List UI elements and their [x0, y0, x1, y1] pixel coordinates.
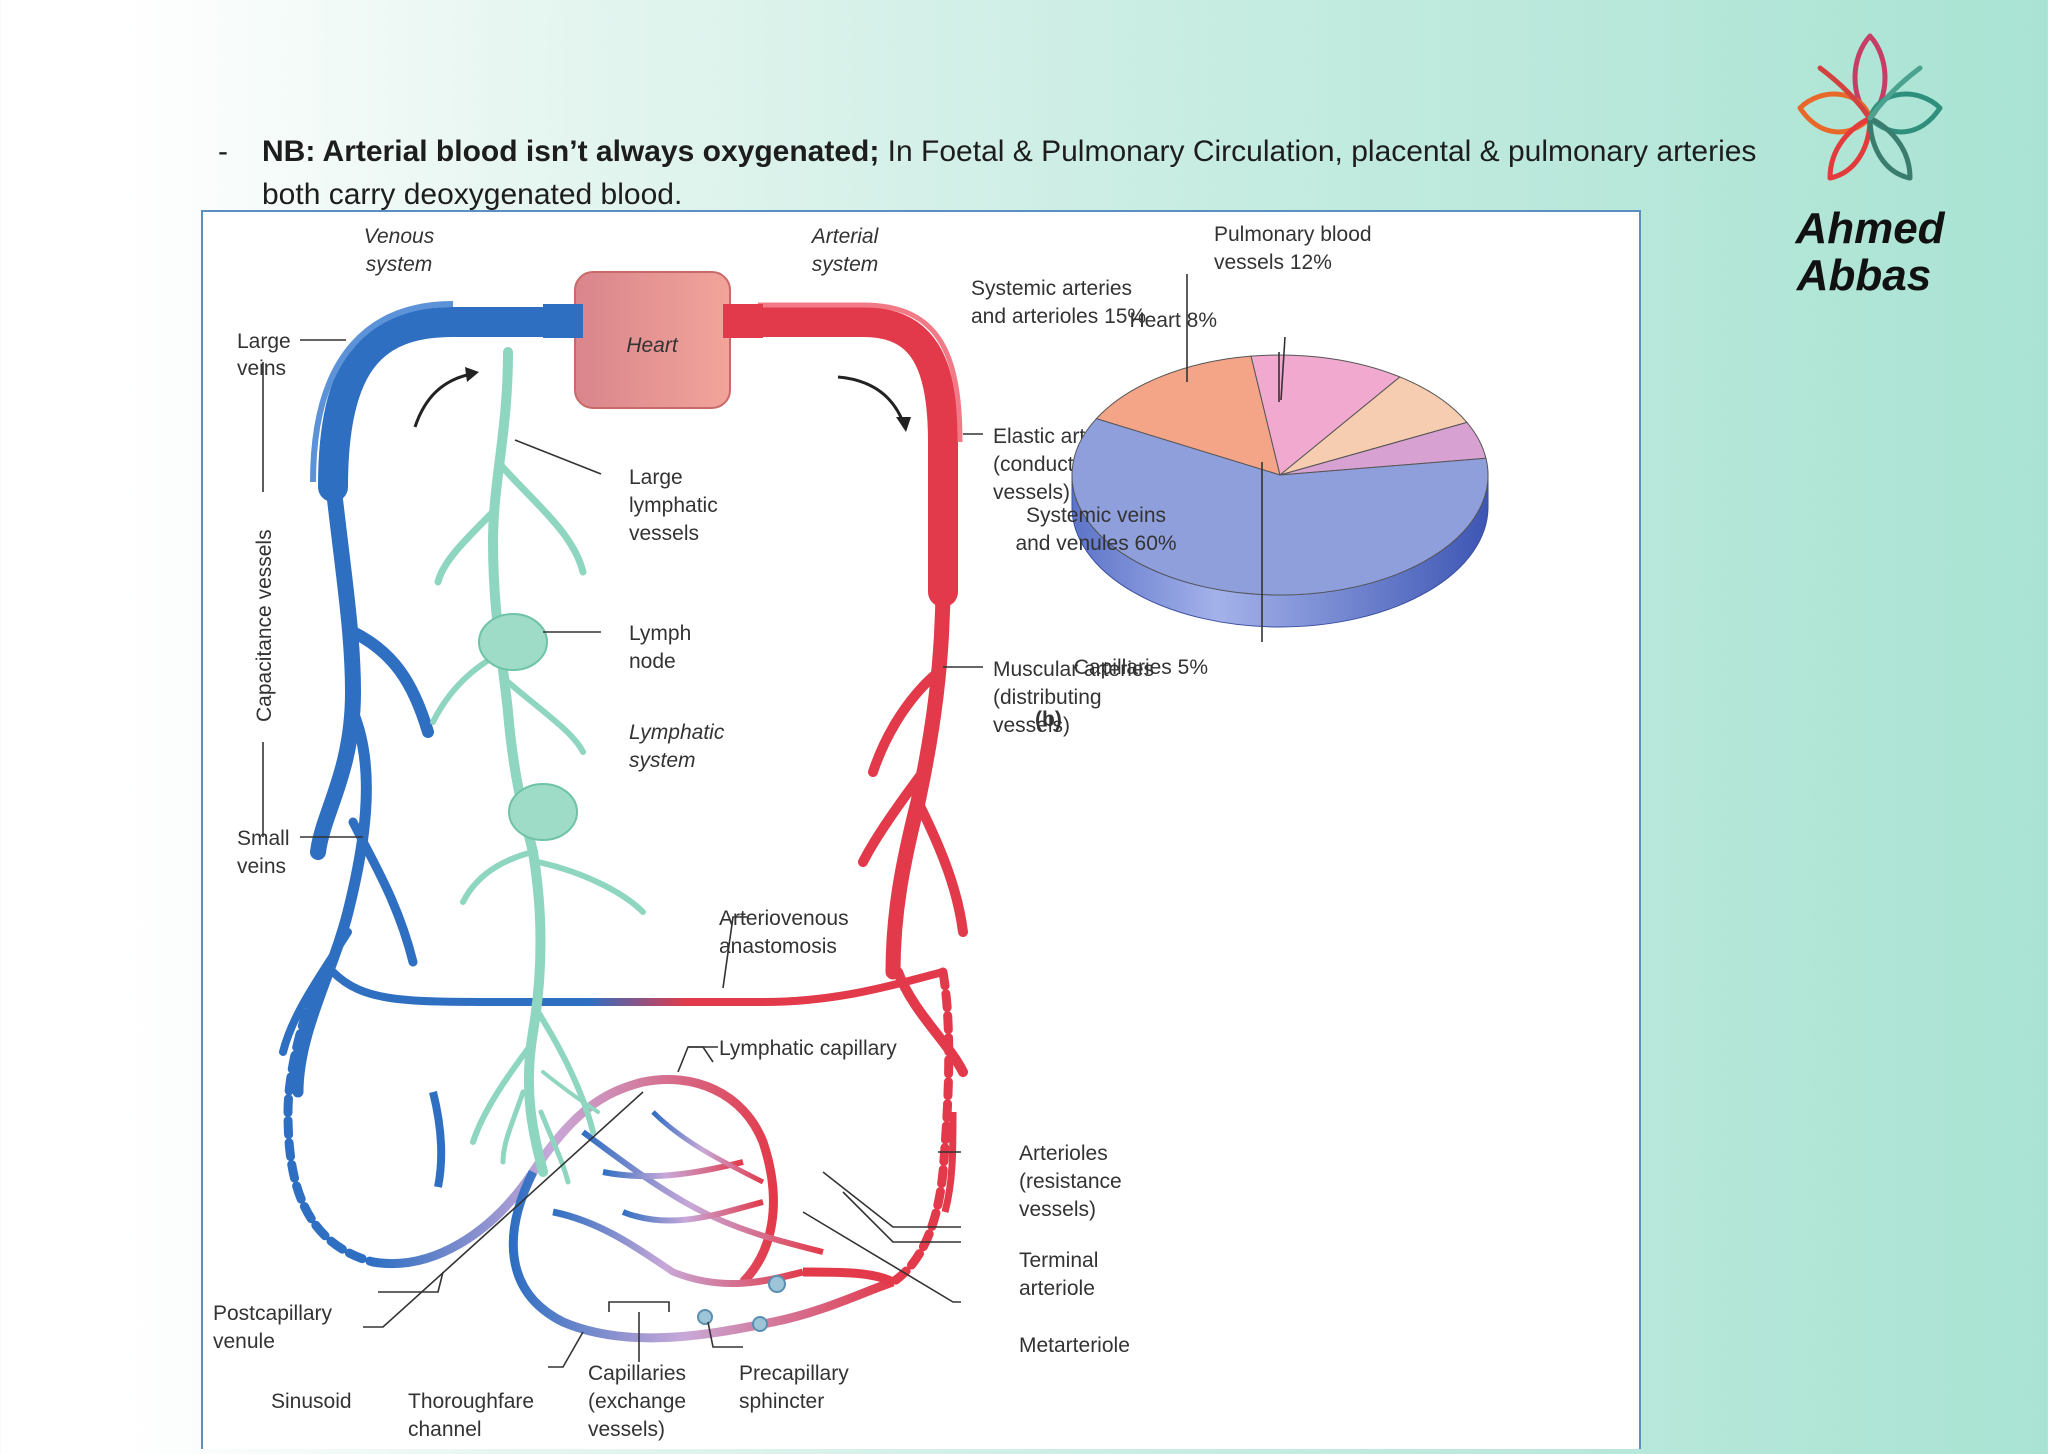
lymphatic-tree: [430, 347, 646, 1185]
large-veins-label-2: veins: [237, 357, 286, 380]
pie-slice-systemic-veins-and-venules: [1071, 418, 1489, 596]
capacitance-vessels-label: Capacitance vessels: [253, 529, 276, 722]
venous-system-label-1: Venous: [364, 225, 435, 248]
pie-chart: [1071, 354, 1489, 628]
flow-arrow-right: [837, 375, 905, 423]
capillaries-label-2: (exchange: [588, 1390, 686, 1413]
vessel-network: [279, 271, 968, 1343]
heart-box: [574, 271, 731, 409]
av-anastomosis-label-1: Arteriovenous: [719, 907, 849, 930]
author-logo: Ahmed Abbas: [1790, 28, 1950, 308]
muscular-arteries-label-3: vessels): [993, 714, 1070, 737]
capillaries-label-3: vessels): [588, 1418, 665, 1441]
terminal-arteriole-label-2: arteriole: [1019, 1277, 1095, 1300]
pie-label-arteries-2: and arterioles 15%: [971, 305, 1146, 328]
thoroughfare-label-2: channel: [408, 1418, 482, 1441]
flow-arrow-left: [413, 372, 472, 428]
pie-label-heart: Heart 8%: [1129, 309, 1217, 332]
elastic-arteries-label-3: vessels): [993, 481, 1070, 504]
svg-text:system: system: [366, 253, 433, 276]
small-veins-label-1: Small: [237, 827, 290, 850]
arterioles-label-2: (resistance: [1019, 1170, 1122, 1193]
terminal-arteriole-label-1: Terminal: [1019, 1249, 1098, 1272]
svg-text:Venous: Venous: [364, 225, 435, 248]
precapillary-label-2: sphincter: [739, 1390, 824, 1413]
note-bold: NB: Arterial blood isn’t always oxygenat…: [262, 135, 880, 168]
pie-label-capillaries: Capillaries 5%: [1074, 656, 1208, 679]
large-veins-label-1: Large: [237, 330, 291, 353]
postcapillary-label-1: Postcapillary: [213, 1302, 333, 1325]
pie-labels: Pulmonary blood vessels 12% Systemic art…: [1015, 223, 1371, 731]
muscular-arteries-label-1: Muscular arteries: [993, 658, 1154, 681]
heart-label: Heart: [626, 334, 679, 357]
circulation-diagram: Venous system Arterial system Heart Larg…: [213, 223, 1489, 1441]
postcapillary-label-2: venule: [213, 1330, 275, 1353]
lymph-node-label-2: node: [629, 650, 676, 673]
pie-label-pulmonary-1: Pulmonary blood: [1214, 223, 1372, 246]
note-rest: In Foetal & Pulmonary Circulation, place…: [262, 135, 1757, 211]
leader-lines: [262, 339, 983, 1368]
small-veins-label-2: veins: [237, 855, 286, 878]
metarteriole-label: Metarteriole: [1019, 1334, 1130, 1357]
lymphatic-system-label-2: system: [629, 749, 696, 772]
pie-slice-heart: [1279, 376, 1468, 476]
logo-line1: Ahmed: [1794, 204, 1945, 253]
arterioles-label-3: vessels): [1019, 1198, 1096, 1221]
pie-label-veins-2: and venules 60%: [1015, 532, 1176, 555]
lymphatic-system-label-1: Lymphatic: [629, 721, 725, 744]
av-anastomosis-label-2: anastomosis: [719, 935, 837, 958]
star-knot-icon: Ahmed Abbas: [1794, 33, 1946, 300]
large-lymphatic-label-1: Large: [629, 466, 683, 489]
lymph-node-label-1: Lymph: [629, 622, 691, 645]
pie-slice-pulmonary-blood-vessels: [1250, 354, 1401, 476]
pie-panel-label: (b): [1035, 708, 1062, 731]
arterial-system-label-2: system: [812, 253, 879, 276]
precapillary-label-1: Precapillary: [739, 1362, 849, 1385]
circulation-figure: Venous system Arterial system Heart Larg…: [201, 210, 1641, 1449]
sinusoid-label: Sinusoid: [271, 1390, 352, 1413]
large-lymphatic-label-3: vessels: [629, 522, 699, 545]
large-lymphatic-label-2: lymphatic: [629, 494, 718, 517]
pie-label-arteries-1: Systemic arteries: [971, 277, 1132, 300]
arterioles-label-1: Arterioles: [1019, 1142, 1108, 1165]
diagram-labels: Venous system Arterial system Heart Larg…: [213, 225, 1154, 1441]
logo-line2: Abbas: [1796, 251, 1931, 300]
arterial-system-label-1: Arterial: [810, 225, 880, 248]
pie-label-pulmonary-2: vessels 12%: [1214, 251, 1332, 274]
lymph-node-upper: [478, 613, 548, 671]
pie-leader-lines: [1186, 274, 1286, 642]
lymphatic-capillary-label: Lymphatic capillary: [719, 1037, 897, 1060]
capillaries-label-1: Capillaries: [588, 1362, 686, 1385]
thoroughfare-label-1: Thoroughfare: [408, 1390, 534, 1413]
pie-slice-systemic-arteries-and-arterioles: [1095, 355, 1281, 476]
venous-system-label-2: system: [366, 253, 433, 276]
bullet-dash: -: [218, 135, 228, 168]
muscular-arteries-label-2: (distributing: [993, 686, 1102, 709]
pie-label-veins-1: Systemic veins: [1026, 504, 1166, 527]
lymph-node-lower: [508, 783, 578, 841]
note-text: NB: Arterial blood isn’t always oxygenat…: [262, 130, 1762, 216]
